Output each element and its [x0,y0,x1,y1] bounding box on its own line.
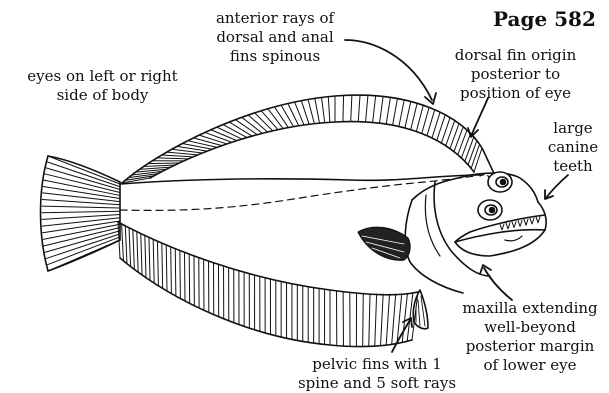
label-line: posterior to [448,65,583,84]
arrow-dorsal-origin [472,98,488,134]
arrow-maxilla [484,268,512,300]
label-canine-teeth: large canine teeth [541,119,605,176]
lower-eye [478,200,502,220]
label-eyes-side: eyes on left or right side of body [0,67,205,105]
label-line: eyes on left or right [0,67,205,86]
label-line: pelvic fins with 1 [292,355,462,374]
arrow-anterior-rays [345,40,432,100]
label-line: posterior margin [455,337,605,356]
label-line: dorsal and anal [200,28,350,47]
label-line: teeth [541,157,605,176]
arrow-pelvic [392,320,410,352]
label-pelvic-fins: pelvic fins with 1 spine and 5 soft rays [292,355,462,393]
label-line: maxilla extending [455,299,605,318]
caudal-fin [41,156,121,271]
head [405,173,538,293]
label-line: spine and 5 soft rays [292,374,462,393]
label-line: anterior rays of [200,9,350,28]
label-line: well-beyond [455,318,605,337]
arrow-canine-teeth [546,175,568,198]
label-dorsal-fin-origin: dorsal fin origin posterior to position … [448,46,583,103]
page-number: Page 582 [493,7,596,31]
label-line: large [541,119,605,138]
upper-eye [488,172,512,192]
label-maxilla: maxilla extending well-beyond posterior … [455,299,605,375]
label-line: side of body [0,86,205,105]
label-line: dorsal fin origin [448,46,583,65]
label-line: canine [541,138,605,157]
label-anterior-rays: anterior rays of dorsal and anal fins sp… [200,9,350,66]
label-line: fins spinous [200,47,350,66]
label-line: position of eye [448,84,583,103]
dorsal-fin [122,95,496,183]
label-line: of lower eye [455,356,605,375]
body-outline [120,175,480,184]
pectoral-fin [358,227,410,260]
